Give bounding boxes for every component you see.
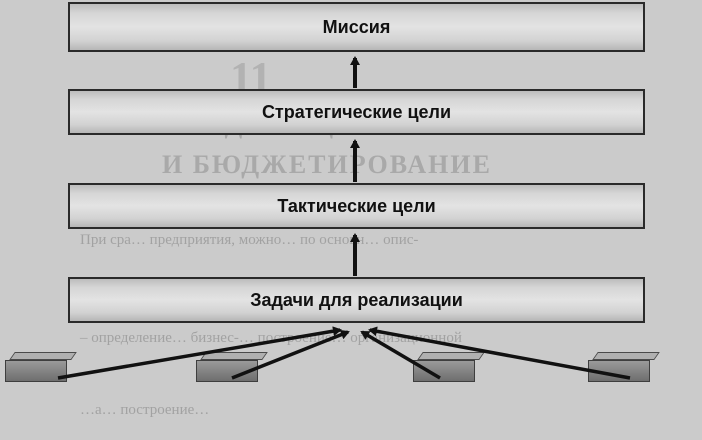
resource-block-2: [196, 360, 258, 382]
implementation-tasks-label: Задачи для реализации: [250, 289, 463, 310]
background-heading-2: И БЮДЖЕТИРОВАНИЕ: [162, 150, 492, 179]
tactical-goals-label: Тактические цели: [277, 195, 436, 216]
arrow-resource-1-to-tasks: [57, 326, 342, 380]
mission-label: Миссия: [322, 16, 391, 37]
tactical-goals-box: Тактические цели: [68, 183, 645, 229]
strategic-goals-label: Стратегические цели: [261, 101, 452, 122]
resource-block-3: [413, 360, 475, 382]
arrow-resource-4-to-tasks: [368, 326, 631, 380]
background-text-line-3: …а… построение…: [80, 402, 210, 418]
implementation-tasks-box: Задачи для реализации: [68, 277, 645, 323]
mission-box: Миссия: [68, 2, 645, 52]
arrow-resource-2-to-tasks: [231, 329, 350, 380]
background-text-line-1: При сра… предприятия, можно… по основн… …: [80, 232, 419, 248]
strategic-goals-box: Стратегические цели: [68, 89, 645, 135]
arrow-resource-3-to-tasks: [360, 330, 441, 380]
resource-block-1: [5, 360, 67, 382]
